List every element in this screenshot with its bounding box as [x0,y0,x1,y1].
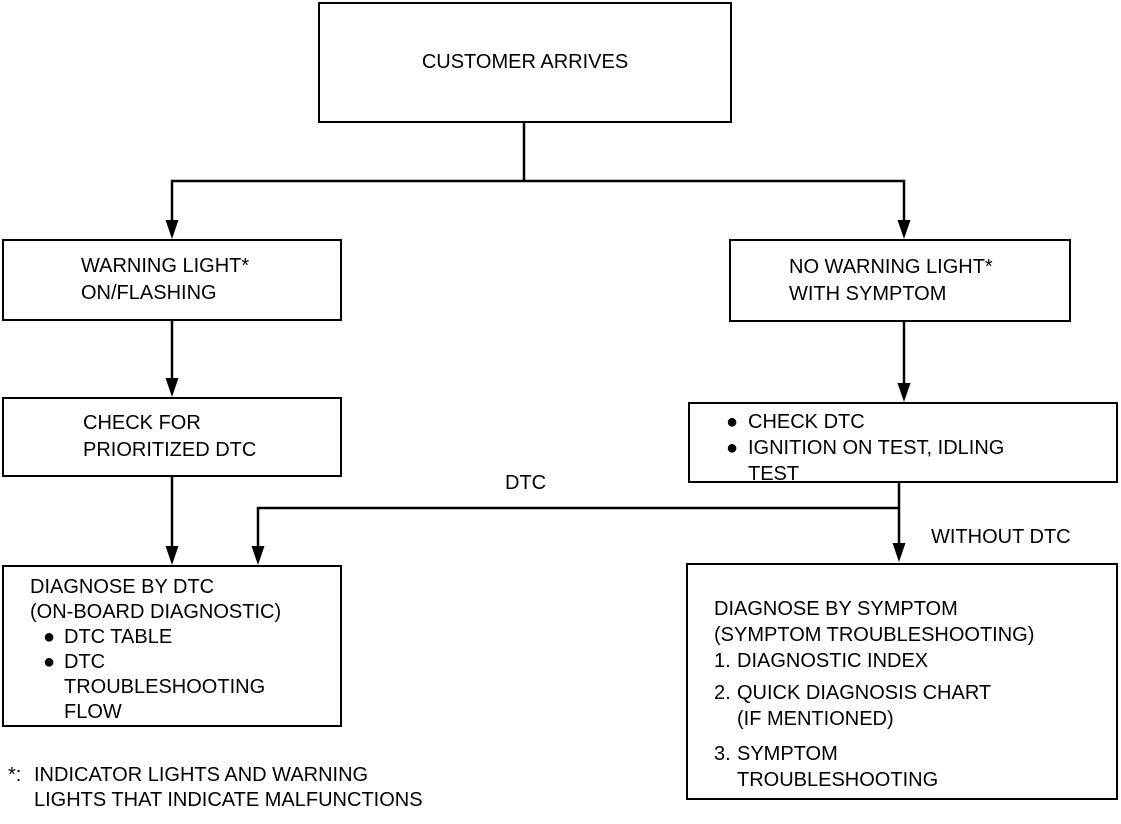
node-check-for-prioritized-dtc: CHECK FOR PRIORITIZED DTC [2,397,342,477]
item-number: 3. [714,743,731,765]
diagnose-symptom-item2-line2: (IF MENTIONED) [737,708,894,730]
node-warning-light-line2: ON/FLASHING [81,282,217,304]
check-dtc-item2-line1: IGNITION ON TEST, IDLING [748,437,1005,459]
diagnose-dtc-item1: DTC TABLE [64,626,173,648]
node-check-prioritized-line2: PRIORITIZED DTC [83,439,257,461]
node-warning-light-line1: WARNING LIGHT* [81,255,250,277]
arrowhead-to-check-dtc [897,383,911,402]
arrowhead-to-diagnose-symptom [892,543,906,562]
footnote-line1: INDICATOR LIGHTS AND WARNING [34,764,369,786]
diagnose-dtc-line2: (ON-BOARD DIAGNOSTIC) [30,601,282,623]
diagnose-dtc-item2-line3: FLOW [64,701,122,723]
arrowhead-to-diagnose-dtc-left [165,546,179,565]
list-item-continuation: TEST [726,461,1112,487]
node-check-prioritized-line1: CHECK FOR [83,412,201,434]
list-item: ● DTC [30,650,336,675]
item-number: 2. [714,682,731,704]
number-spacer [714,767,737,793]
footnote: *: INDICATOR LIGHTS AND WARNING LIGHTS T… [8,763,423,813]
diagnose-dtc-line1: DIAGNOSE BY DTC [30,576,215,598]
list-item: ● IGNITION ON TEST, IDLING [726,435,1112,461]
node-warning-light-on-flashing: WARNING LIGHT* ON/FLASHING [2,239,342,321]
diagnose-symptom-item3-line1: SYMPTOM [737,743,838,765]
node-no-warning-light-with-symptom: NO WARNING LIGHT* WITH SYMPTOM [729,239,1071,322]
diagnose-symptom-line2: (SYMPTOM TROUBLESHOOTING) [714,624,1035,646]
node-customer-arrives: CUSTOMER ARRIVES [318,2,732,123]
node-check-dtc-tests: ● CHECK DTC ● IGNITION ON TEST, IDLING T… [688,402,1118,485]
node-customer-arrives-label: CUSTOMER ARRIVES [421,51,629,73]
numbered-item-continuation: TROUBLESHOOTING [714,767,1112,793]
bullet-spacer [43,675,64,700]
numbered-item-continuation: (IF MENTIONED) [714,706,1112,732]
list-item: ● CHECK DTC [726,409,1112,435]
list-item: ● DTC TABLE [30,625,336,650]
numbered-item: 1. DIAGNOSTIC INDEX [714,648,1112,674]
node-diagnose-by-dtc: DIAGNOSE BY DTC (ON-BOARD DIAGNOSTIC) ● … [2,565,342,727]
numbered-item: 2. QUICK DIAGNOSIS CHART [714,680,1112,706]
arrowhead-to-diagnose-dtc-right [251,546,265,565]
list-item-continuation: FLOW [30,700,336,725]
footnote-line2: LIGHTS THAT INDICATE MALFUNCTIONS [34,789,423,811]
bullet-icon: ● [43,626,56,648]
footnote-text: INDICATOR LIGHTS AND WARNING LIGHTS THAT… [34,763,423,813]
arrowhead-to-no-warning-light [897,220,911,239]
bullet-icon: ● [43,651,56,673]
check-dtc-item1: CHECK DTC [748,411,865,433]
flow-lines [170,123,906,547]
edge-label-without-dtc: WITHOUT DTC [931,526,1071,548]
diagnose-symptom-item2-line1: QUICK DIAGNOSIS CHART [737,682,992,704]
diagnose-symptom-line1: DIAGNOSE BY SYMPTOM [714,598,958,620]
diagnose-symptom-item3-line2: TROUBLESHOOTING [737,769,939,791]
bullet-spacer [43,700,64,725]
diagnose-symptom-item1: DIAGNOSTIC INDEX [737,650,929,672]
node-no-warning-light-line1: NO WARNING LIGHT* [789,256,993,278]
number-spacer [714,706,737,732]
numbered-item: 3. SYMPTOM [714,741,1112,767]
bullet-icon: ● [726,411,739,433]
diagnose-dtc-item2-line1: DTC [64,651,106,673]
check-dtc-item2-line2: TEST [748,463,800,485]
bullet-icon: ● [726,437,739,459]
item-number: 1. [714,650,731,672]
node-diagnose-by-symptom: DIAGNOSE BY SYMPTOM (SYMPTOM TROUBLESHOO… [686,563,1118,800]
arrowhead-to-check-prioritized [165,378,179,397]
node-no-warning-light-line2: WITH SYMPTOM [789,283,947,305]
arrowhead-to-warning-light [165,220,179,239]
bullet-spacer [726,461,748,487]
diagnose-dtc-item2-line2: TROUBLESHOOTING [64,676,266,698]
list-item-continuation: TROUBLESHOOTING [30,675,336,700]
edge-label-dtc: DTC [505,472,547,494]
footnote-marker: *: [8,764,22,786]
